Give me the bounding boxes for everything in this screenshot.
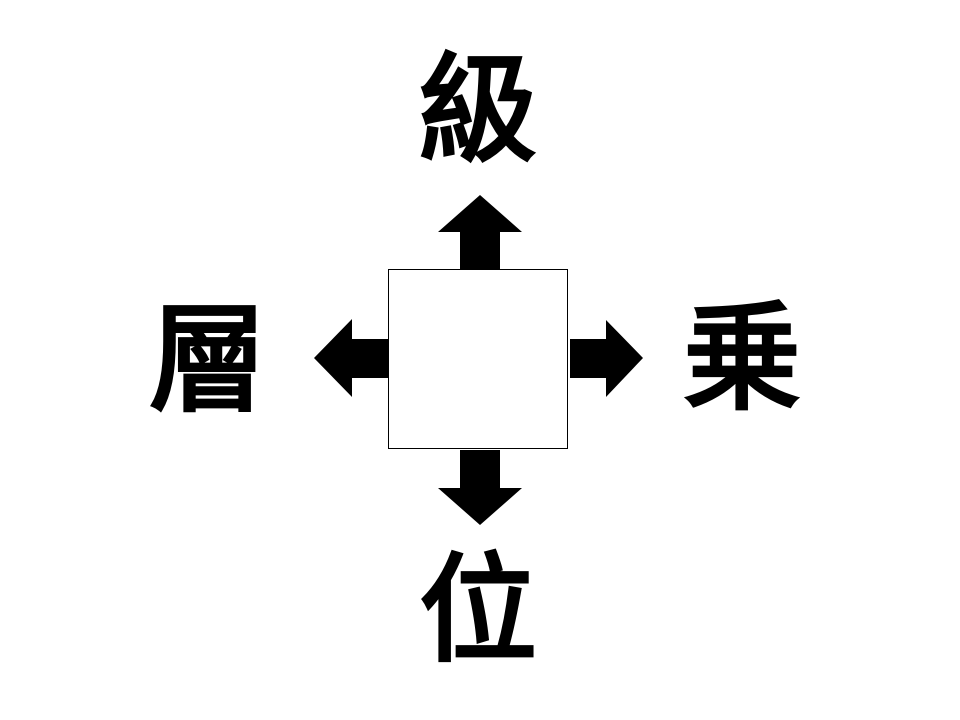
- kanji-bottom: 位: [418, 541, 537, 679]
- arrow-down-icon: [438, 450, 522, 525]
- arrow-right-icon: [570, 320, 643, 397]
- answer-box[interactable]: [388, 269, 568, 449]
- kanji-right: 乗: [682, 289, 801, 427]
- kanji-left: 層: [148, 291, 267, 429]
- kanji-top: 級: [418, 41, 537, 179]
- arrow-up-icon: [438, 195, 522, 269]
- arrow-left-icon: [314, 319, 388, 397]
